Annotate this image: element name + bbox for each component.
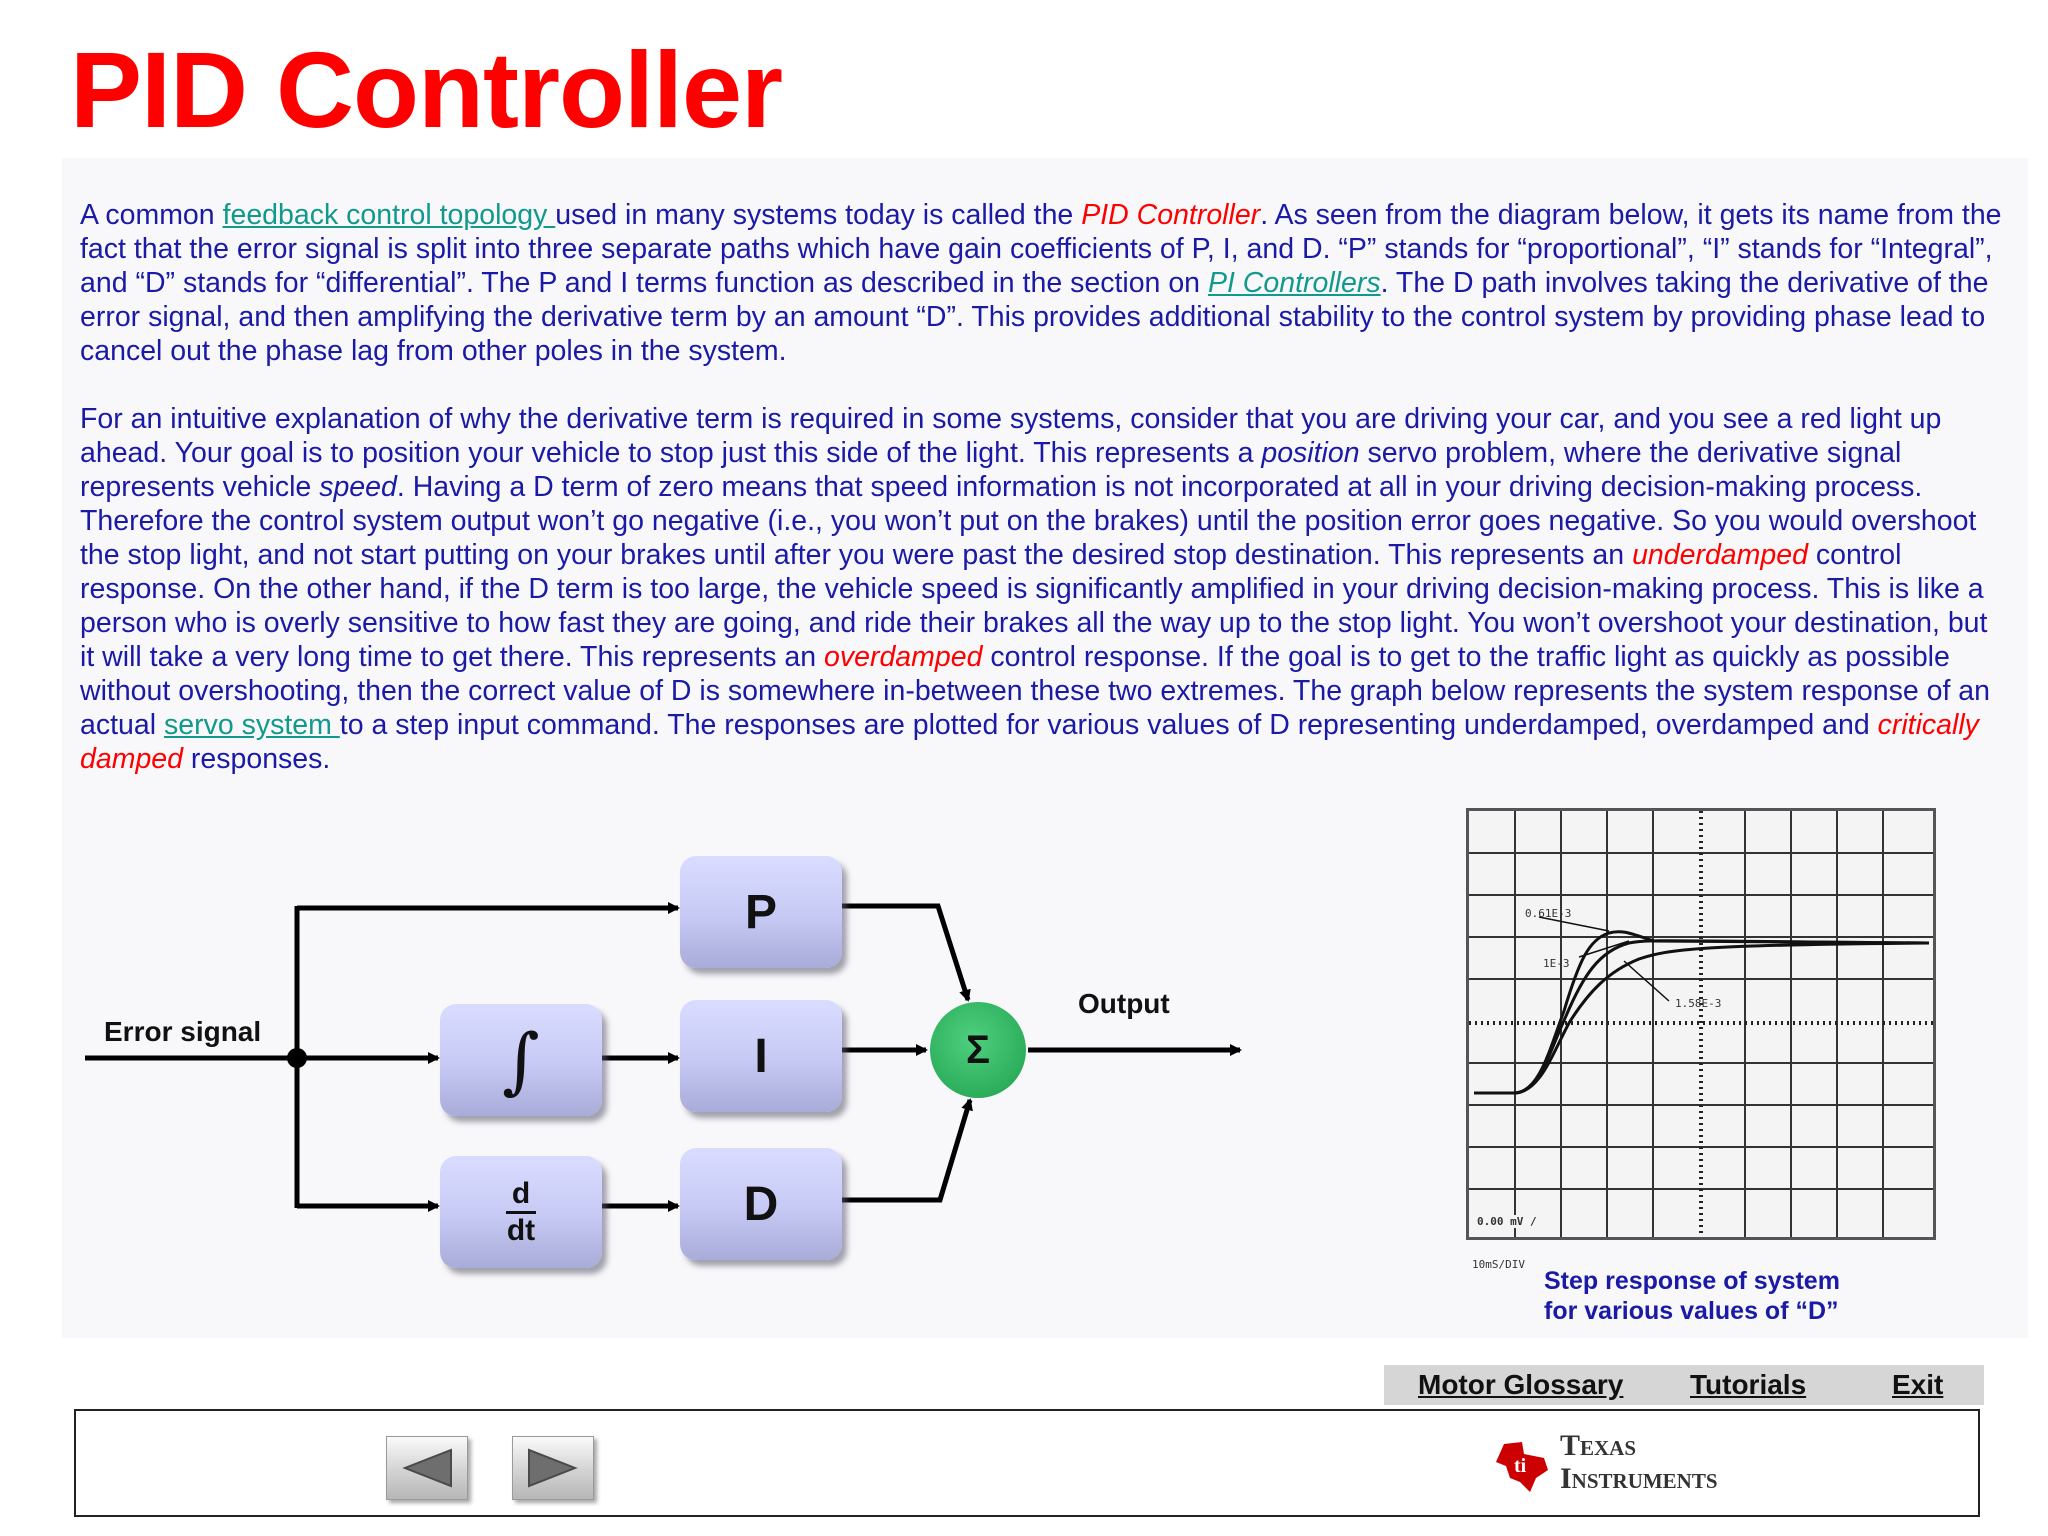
text-span: A common bbox=[80, 199, 223, 231]
i-label: I bbox=[754, 1029, 768, 1083]
explanation-paragraph: For an intuitive explanation of why the … bbox=[80, 402, 2005, 776]
feedback-topology-link[interactable]: feedback control topology bbox=[222, 199, 556, 231]
scope-label-mid: 1E-3 bbox=[1543, 957, 1570, 970]
forward-button[interactable] bbox=[512, 1436, 594, 1500]
underdamped-term: underdamped bbox=[1632, 539, 1808, 571]
text-span: responses. bbox=[183, 743, 331, 775]
response-overdamped bbox=[1474, 941, 1930, 1095]
intro-paragraph: A common feedback control topology used … bbox=[80, 198, 2005, 368]
text-span: . As seen from the diagram below, it get… bbox=[80, 199, 2002, 299]
servo-system-link[interactable]: servo system bbox=[163, 709, 340, 741]
summing-node: Σ bbox=[930, 1002, 1026, 1098]
overdamped-term: overdamped bbox=[824, 641, 983, 673]
texas-state-icon: ti bbox=[1496, 1442, 1548, 1492]
text-span: control response. On the other hand, if … bbox=[80, 539, 1988, 673]
text-span: used in many systems today is called the bbox=[555, 199, 1082, 231]
ti-logo: ti Texas Instruments bbox=[1492, 1429, 1718, 1498]
svg-text:ti: ti bbox=[1514, 1455, 1527, 1477]
pid-controller-term: PID Controller bbox=[1081, 199, 1261, 231]
text-span: to a step input command. The responses a… bbox=[339, 709, 1878, 741]
scope-grid bbox=[1469, 811, 1933, 1237]
i-block: I bbox=[680, 1000, 842, 1112]
d-label: D bbox=[743, 1177, 779, 1231]
ti-instruments: Instruments bbox=[1560, 1462, 1718, 1495]
ti-wordmark: Texas Instruments bbox=[1560, 1429, 1718, 1498]
step-response-scope: 0.61E-3 1E-3 1.58E-3 0.00 mV / bbox=[1466, 808, 1936, 1240]
text-span: servo problem, where the derivative sign… bbox=[80, 437, 1902, 503]
nav-bar: Motor Glossary Tutorials Exit bbox=[1384, 1365, 1984, 1405]
scope-label-top: 0.61E-3 bbox=[1525, 907, 1572, 920]
derivative-fraction: d dt bbox=[505, 1177, 537, 1248]
derivative-denominator: dt bbox=[506, 1213, 536, 1247]
scope-label-low: 1.58E-3 bbox=[1675, 997, 1722, 1010]
back-arrow-icon bbox=[402, 1448, 452, 1488]
motor-glossary-link[interactable]: Motor Glossary bbox=[1418, 1369, 1624, 1400]
tutorials-link[interactable]: Tutorials bbox=[1690, 1369, 1807, 1400]
scope-scale-text: 0.00 mV / bbox=[1477, 1215, 1537, 1228]
d-block: D bbox=[680, 1148, 842, 1260]
integral-symbol: ∫ bbox=[502, 1018, 540, 1102]
text-span: . Having a D term of zero means that spe… bbox=[80, 471, 1977, 571]
text-span: . The D path involves taking the derivat… bbox=[80, 267, 1989, 367]
text-span: For an intuitive explanation of why the … bbox=[80, 403, 1942, 469]
sigma-symbol: Σ bbox=[965, 1027, 990, 1072]
p-block: P bbox=[680, 856, 842, 968]
caption-line-2: for various values of “D” bbox=[1544, 1297, 1839, 1325]
text-span: control response. If the goal is to get … bbox=[80, 641, 1990, 741]
position-term: position bbox=[1261, 437, 1360, 469]
speed-term: speed bbox=[319, 471, 397, 503]
scope-caption: Step response of system for various valu… bbox=[1544, 1266, 1840, 1326]
scope-time-div: 10mS/DIV bbox=[1472, 1258, 1525, 1271]
forward-arrow-icon bbox=[528, 1448, 578, 1488]
error-signal-label: Error signal bbox=[104, 1016, 262, 1047]
page-title: PID Controller bbox=[70, 29, 783, 150]
ti-wordmark-line2: Instruments bbox=[1560, 1462, 1718, 1498]
ti-texas: Texas bbox=[1560, 1429, 1637, 1462]
ti-wordmark-line1: Texas bbox=[1560, 1429, 1718, 1465]
differentiator-block: d dt bbox=[440, 1156, 602, 1268]
derivative-numerator: d bbox=[505, 1177, 537, 1214]
p-label: P bbox=[744, 885, 777, 939]
response-critical bbox=[1474, 939, 1930, 1095]
back-button[interactable] bbox=[386, 1436, 468, 1500]
caption-line-1: Step response of system bbox=[1544, 1267, 1840, 1295]
integrator-block: ∫ bbox=[440, 1004, 602, 1116]
pi-controllers-link[interactable]: PI Controllers bbox=[1207, 267, 1381, 299]
output-label: Output bbox=[1078, 988, 1170, 1019]
critically-damped-term: critically damped bbox=[80, 709, 1979, 775]
exit-link[interactable]: Exit bbox=[1892, 1369, 1944, 1400]
